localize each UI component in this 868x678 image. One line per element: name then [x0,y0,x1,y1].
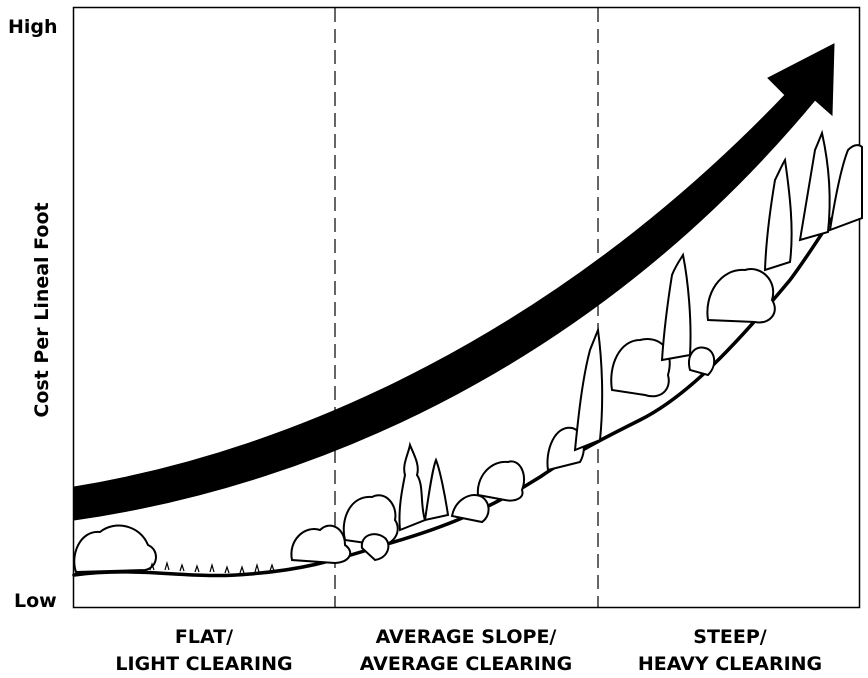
y-tick-high: High [8,16,58,38]
tree [828,144,863,232]
grass [149,560,275,574]
tree [660,252,692,362]
y-tick-low: Low [14,590,57,612]
plot-frame [72,6,861,609]
trend-arrow [73,43,835,521]
shrub [546,426,585,472]
shrub [706,268,776,324]
tree [798,129,831,242]
tree [423,457,450,522]
y-axis-label: Cost Per Lineal Foot [31,202,53,417]
shrub [290,524,352,565]
shrub [450,494,490,524]
category-label-3-line1: STEEP/ [693,626,767,648]
shrub [688,346,716,377]
tree [573,326,604,452]
category-label-1-line2: LIGHT CLEARING [115,653,292,675]
shrub [73,524,157,574]
shrub [342,494,399,547]
ground-line [72,184,862,578]
category-label-1-line1: FLAT/ [175,626,233,648]
tree [763,157,793,272]
shrub [610,338,671,398]
shrub [476,460,526,502]
category-label-3-line2: HEAVY CLEARING [638,653,822,675]
shrub [360,533,390,562]
category-label-2-line2: AVERAGE CLEARING [360,653,573,675]
category-label-2-line1: AVERAGE SLOPE/ [376,626,557,648]
vegetation [73,129,863,574]
tree [398,441,427,532]
